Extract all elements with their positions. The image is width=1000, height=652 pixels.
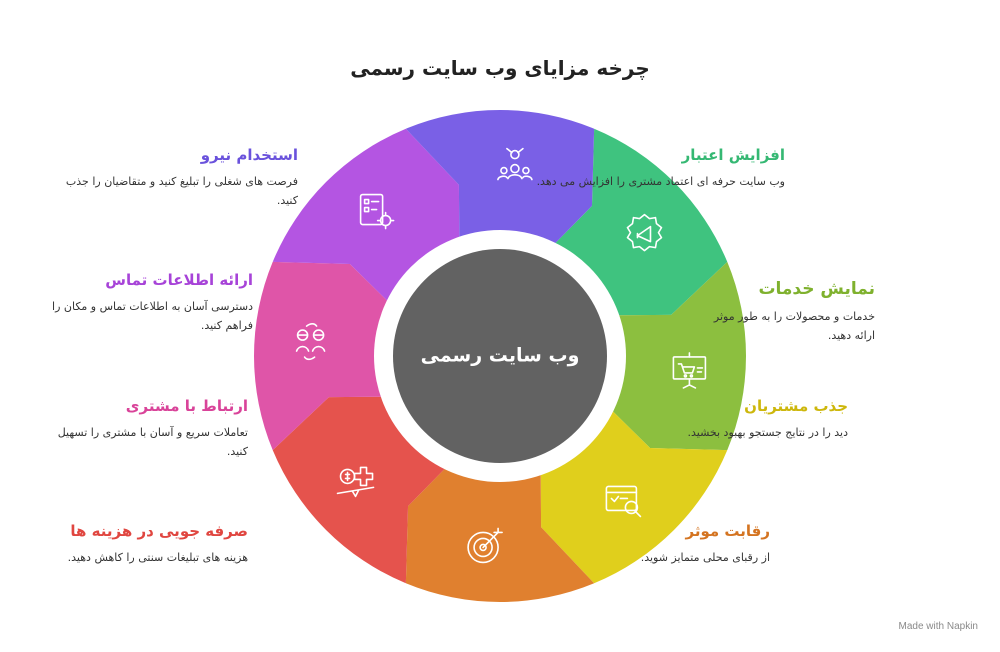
label-contact-info: ارائه اطلاعات تماس دسترسی آسان به اطلاعا… <box>48 271 253 335</box>
label-title: نمایش خدمات <box>758 279 875 299</box>
segment-2 <box>597 261 746 451</box>
contact-list-gear-icon <box>359 193 395 230</box>
people-exchange-icon <box>295 323 326 361</box>
label-title: جذب مشتریان <box>744 397 848 415</box>
label-desc: هزینه های تبلیغات سنتی را کاهش دهید. <box>67 551 248 564</box>
label-desc: وب سایت حرفه ای اعتماد مشتری را افزایش م… <box>536 175 785 188</box>
label-title: ارتباط با مشتری <box>125 397 248 415</box>
label-desc: فرصت های شغلی را تبلیغ کنید و متقاضیان ر… <box>65 175 298 207</box>
label-desc: خدمات و محصولات را به طور موثر ارائه دهی… <box>713 310 875 342</box>
segment-6 <box>254 261 403 451</box>
label-competition: رقابت موثر از رقبای محلی متمایز شوید. <box>610 522 770 567</box>
badge-megaphone-icon <box>626 213 663 252</box>
segment-8 <box>405 109 595 259</box>
label-desc: از رقبای محلی متمایز شوید. <box>640 551 770 564</box>
label-customers: جذب مشتریان دید را در نتایج جستجو بهبود … <box>628 397 849 442</box>
label-title: رقابت موثر <box>685 522 770 540</box>
label-cost-saving: صرفه جویی در هزینه ها هزینه های تبلیغات … <box>48 522 248 567</box>
label-desc: دید را در نتایج جستجو بهبود بخشید. <box>687 426 849 439</box>
label-customer-relation: ارتباط با مشتری تعاملات سریع و آسان با م… <box>48 397 248 461</box>
label-title: استخدام نیرو <box>200 146 298 164</box>
center-circle <box>393 249 607 463</box>
center-label: وب سایت رسمی <box>421 345 580 367</box>
label-title: افزایش اعتبار <box>681 146 785 164</box>
watermark: Made with Napkin <box>899 621 978 632</box>
team-network-icon <box>497 147 533 181</box>
label-services: نمایش خدمات خدمات و محصولات را به طور مو… <box>695 279 875 345</box>
segment-4 <box>405 453 595 603</box>
page-title: چرخه مزایای وب سایت رسمی <box>350 56 650 80</box>
label-recruitment: استخدام نیرو فرصت های شغلی را تبلیغ کنید… <box>48 146 298 210</box>
browser-search-icon <box>605 485 642 518</box>
target-arrow-icon <box>467 527 503 564</box>
label-credibility: افزایش اعتبار وب سایت حرفه ای اعتماد مشت… <box>525 146 785 191</box>
label-title: ارائه اطلاعات تماس <box>105 271 253 289</box>
dollar-scale-icon <box>336 466 375 498</box>
label-title: صرفه جویی در هزینه ها <box>70 522 248 540</box>
label-desc: دسترسی آسان به اطلاعات تماس و مکان را فر… <box>52 300 253 332</box>
watermark-text: Made with Napkin <box>898 620 978 632</box>
presentation-cart-icon <box>672 352 707 389</box>
label-desc: تعاملات سریع و آسان با مشتری را تسهیل کن… <box>57 426 248 458</box>
